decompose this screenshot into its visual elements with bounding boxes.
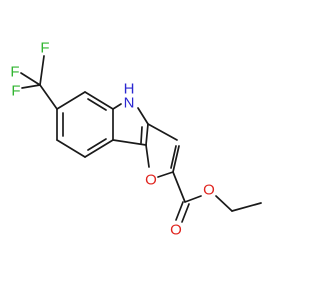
bond	[112, 139, 147, 146]
bond	[170, 145, 177, 169]
furan-oxygen-label: O	[145, 172, 157, 189]
molecule-structure: F F F N H O O O	[10, 40, 262, 239]
bond	[137, 107, 149, 125]
bond	[39, 84, 58, 110]
bond	[56, 91, 86, 110]
bond	[140, 126, 143, 144]
hydrogen-atom-label: H	[124, 81, 135, 98]
bond	[175, 201, 184, 221]
nitrogen-atom-label: N	[124, 95, 135, 112]
bond	[172, 145, 180, 173]
pyrrole-ring	[112, 103, 149, 146]
bond	[87, 138, 107, 151]
bond	[147, 123, 178, 141]
bond	[84, 91, 114, 110]
bond	[231, 202, 262, 212]
bond	[215, 195, 233, 212]
bond	[145, 123, 149, 146]
bond	[145, 144, 150, 168]
bond	[112, 103, 122, 110]
bond	[87, 98, 107, 111]
bond	[181, 203, 190, 223]
fluorine-atom-label: F	[11, 83, 20, 100]
bond	[21, 84, 41, 89]
fluorine-atom-label: F	[40, 40, 49, 57]
bond	[172, 171, 186, 203]
bond	[184, 195, 202, 203]
bond	[157, 171, 174, 178]
trifluoromethyl-group	[20, 55, 58, 110]
bond	[20, 72, 41, 86]
bond	[39, 55, 45, 86]
benzene-ring	[56, 91, 114, 158]
carbonyl-oxygen-label: O	[170, 222, 182, 239]
ethyl-ester-group	[172, 171, 262, 223]
bond	[56, 139, 86, 158]
ester-oxygen-label: O	[203, 182, 215, 199]
furan-ring	[145, 123, 180, 178]
bond	[84, 139, 114, 158]
fluorine-atom-label: F	[10, 64, 19, 81]
